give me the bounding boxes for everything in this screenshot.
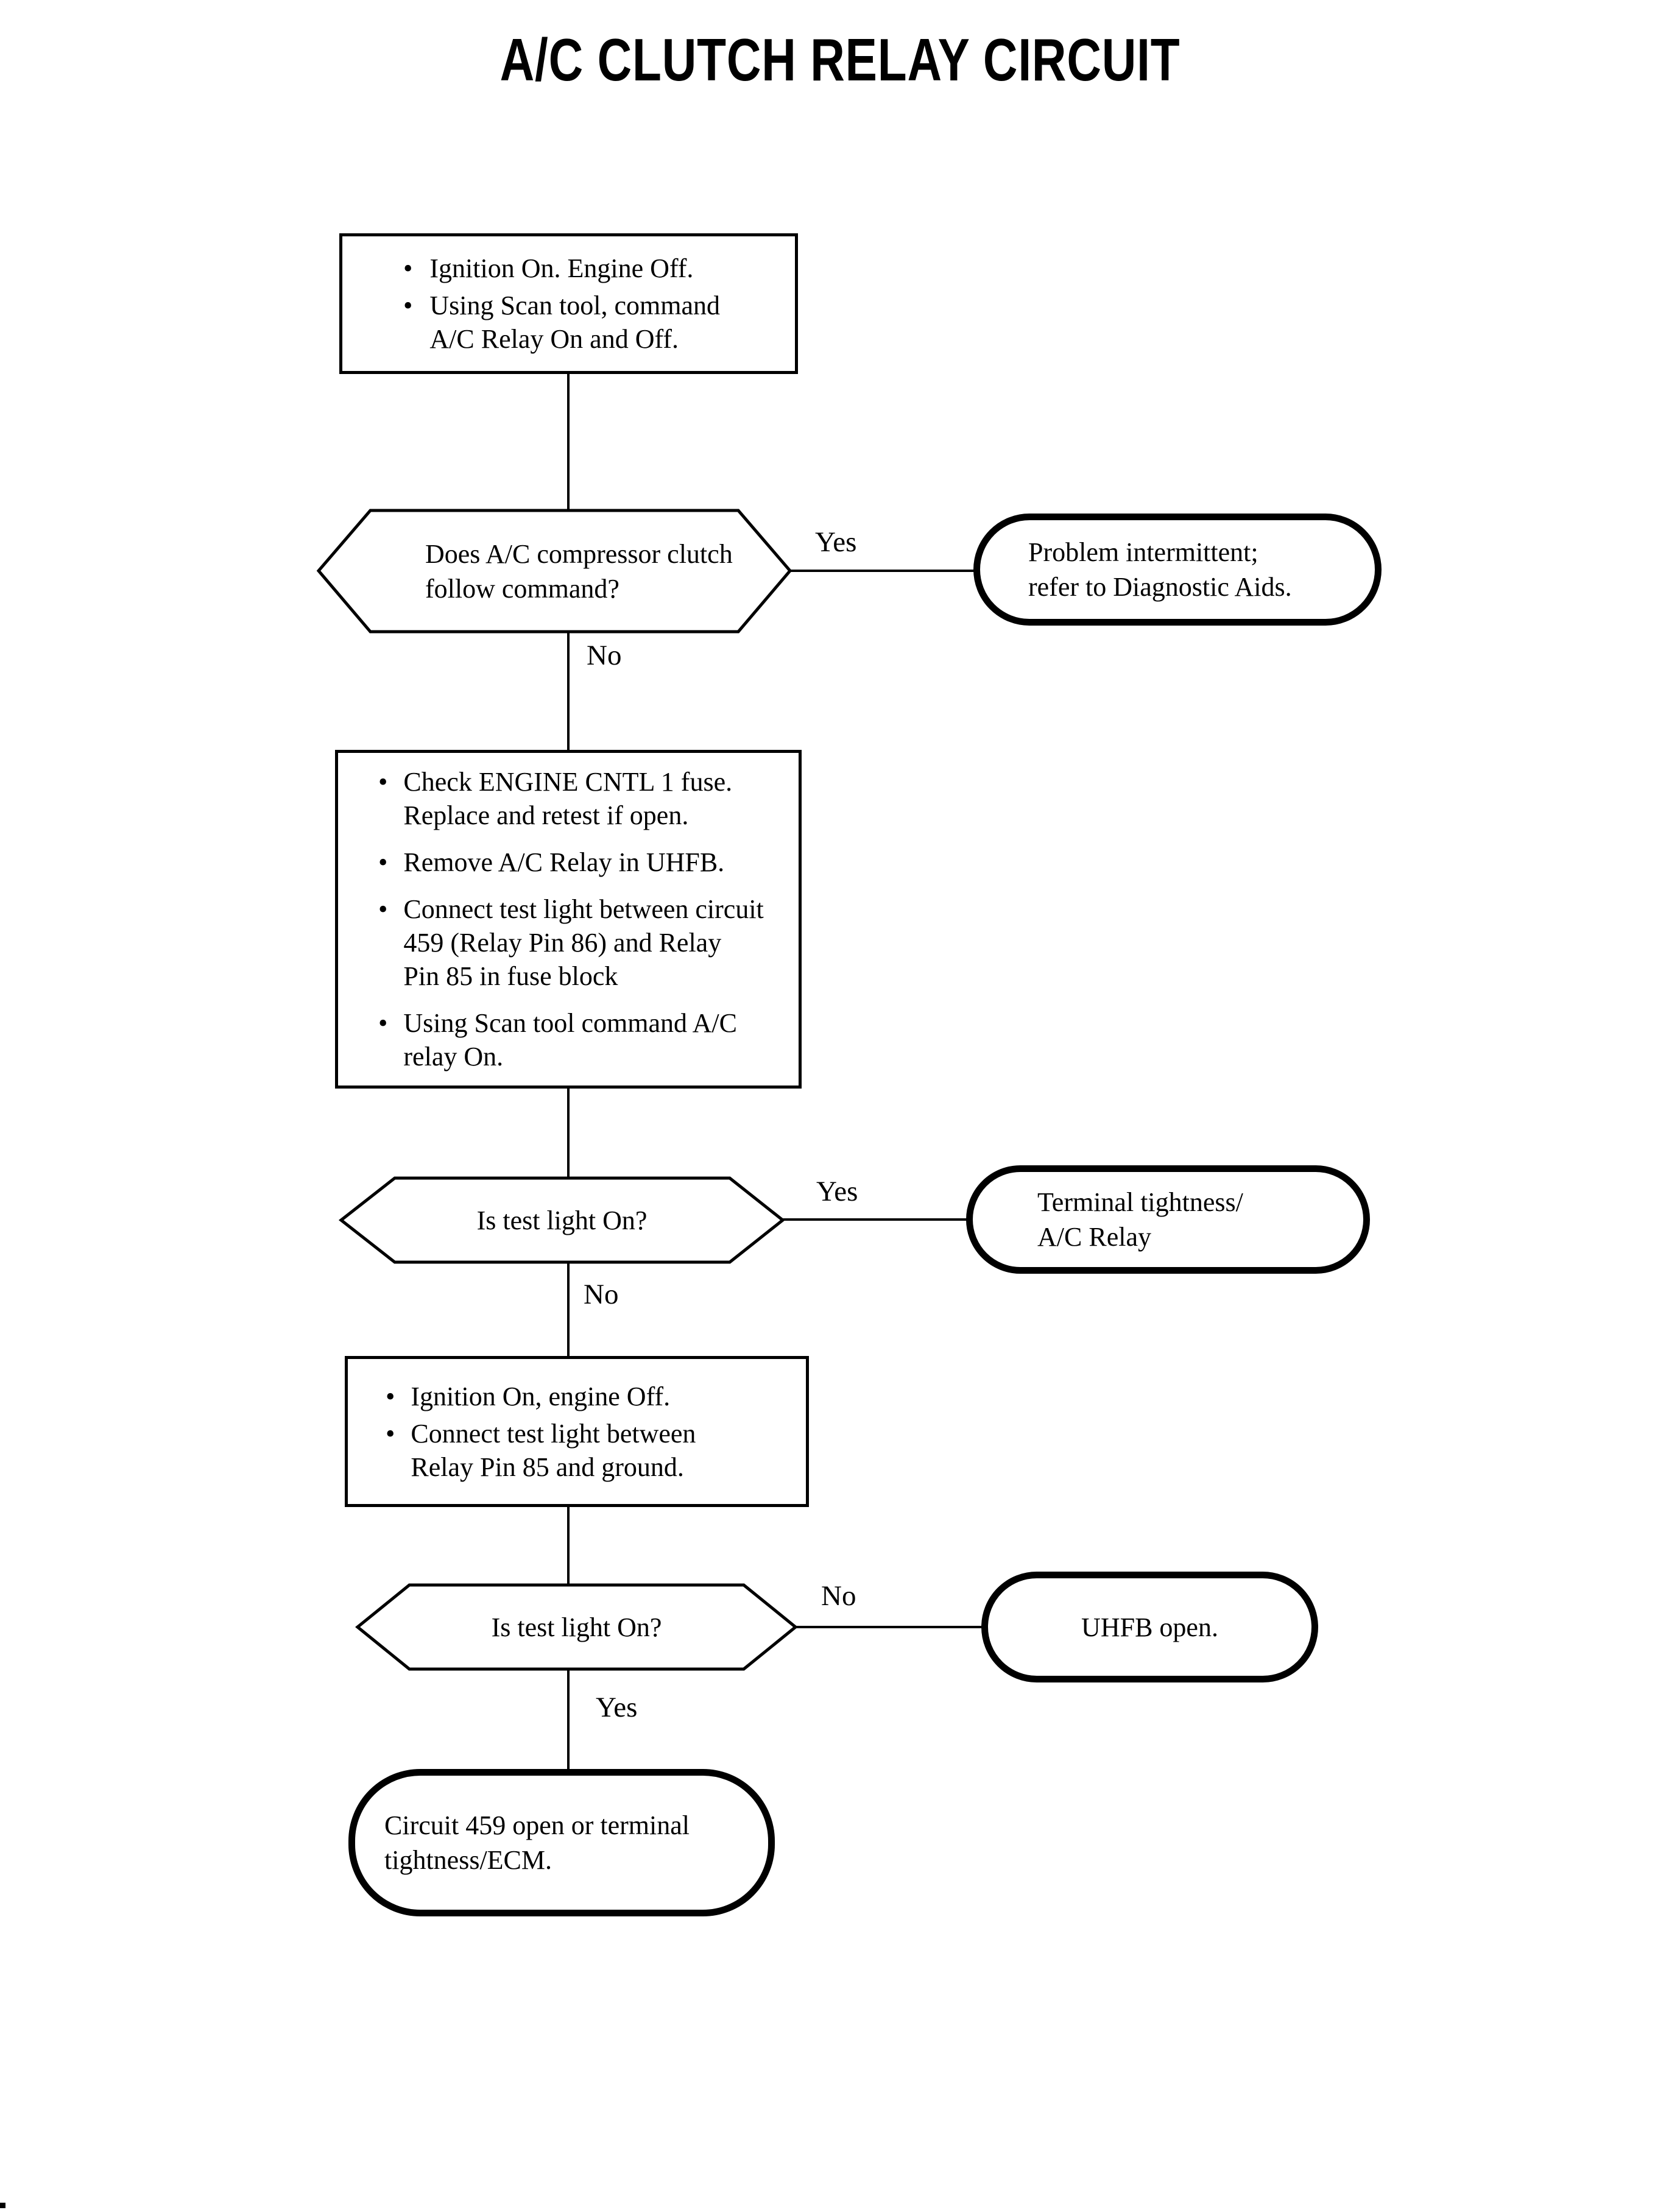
decision1-yes-label: Yes <box>815 526 857 558</box>
decision3-hexagon <box>355 1583 798 1671</box>
step-text: Using Scan tool command A/C relay On. <box>403 1008 737 1071</box>
terminal-circuit-459: Circuit 459 open or terminal tightness/E… <box>348 1769 775 1916</box>
scan-artifact-speck <box>0 2203 5 2208</box>
decision1-hexagon <box>316 509 792 634</box>
terminal-text: Circuit 459 open or terminal tightness/E… <box>384 1810 690 1875</box>
step-text: Using Scan tool, command A/C Relay On an… <box>429 291 721 354</box>
step-text: Ignition On. Engine Off. <box>429 253 694 283</box>
list-item: • Remove A/C Relay in UHFB. <box>378 846 784 879</box>
list-item: • Ignition On. Engine Off. <box>403 252 777 285</box>
list-item: • Using Scan tool command A/C relay On. <box>378 1006 784 1073</box>
process-box-3: • Ignition On, engine Off. • Connect tes… <box>345 1356 809 1507</box>
decision3-yes-label: Yes <box>596 1692 638 1723</box>
bullet-icon: • <box>386 1418 395 1449</box>
terminal-text: Problem intermittent; refer to Diagnosti… <box>1028 537 1292 602</box>
bullet-icon: • <box>386 1381 395 1411</box>
list-item: • Using Scan tool, command A/C Relay On … <box>403 289 777 356</box>
terminal-terminal-tightness: Terminal tightness/ A/C Relay <box>966 1165 1370 1274</box>
page-title: A/C CLUTCH RELAY CIRCUIT <box>0 26 1680 94</box>
process-box-2: • Check ENGINE CNTL 1 fuse. Replace and … <box>335 750 802 1089</box>
terminal-text: UHFB open. <box>1081 1612 1218 1642</box>
list-item: • Connect test light between circuit 459… <box>378 892 784 993</box>
page-title-text: A/C CLUTCH RELAY CIRCUIT <box>499 26 1181 93</box>
decision2-no-label: No <box>584 1279 619 1310</box>
terminal-problem-intermittent: Problem intermittent; refer to Diagnosti… <box>973 514 1382 626</box>
decision1-no-label: No <box>587 640 622 671</box>
decision1-question: Does A/C compressor clutch follow comman… <box>425 538 733 604</box>
decision2-yes-label: Yes <box>816 1176 858 1207</box>
list-item: • Ignition On, engine Off. <box>386 1380 791 1413</box>
terminal-text: Terminal tightness/ A/C Relay <box>1037 1187 1243 1252</box>
process-box-1: • Ignition On. Engine Off. • Using Scan … <box>339 233 798 374</box>
bullet-icon: • <box>403 291 413 320</box>
step-text: Connect test light between circuit 459 (… <box>403 894 764 991</box>
bullet-icon: • <box>378 847 388 877</box>
decision2-hexagon <box>338 1176 786 1264</box>
bullet-icon: • <box>378 894 388 924</box>
list-item: • Connect test light between Relay Pin 8… <box>386 1417 791 1484</box>
step-text: Ignition On, engine Off. <box>411 1381 671 1411</box>
decision3-no-label: No <box>821 1580 856 1612</box>
bullet-icon: • <box>378 1008 388 1038</box>
decision3-question: Is test light On? <box>491 1612 662 1642</box>
list-item: • Check ENGINE CNTL 1 fuse. Replace and … <box>378 765 784 832</box>
step-text: Remove A/C Relay in UHFB. <box>403 847 725 877</box>
decision2-question: Is test light On? <box>476 1205 648 1235</box>
step-text: Check ENGINE CNTL 1 fuse. Replace and re… <box>403 767 733 830</box>
bullet-icon: • <box>403 253 413 283</box>
bullet-icon: • <box>378 767 388 797</box>
step-text: Connect test light between Relay Pin 85 … <box>411 1418 696 1482</box>
terminal-uhfb-open: UHFB open. <box>981 1572 1318 1682</box>
